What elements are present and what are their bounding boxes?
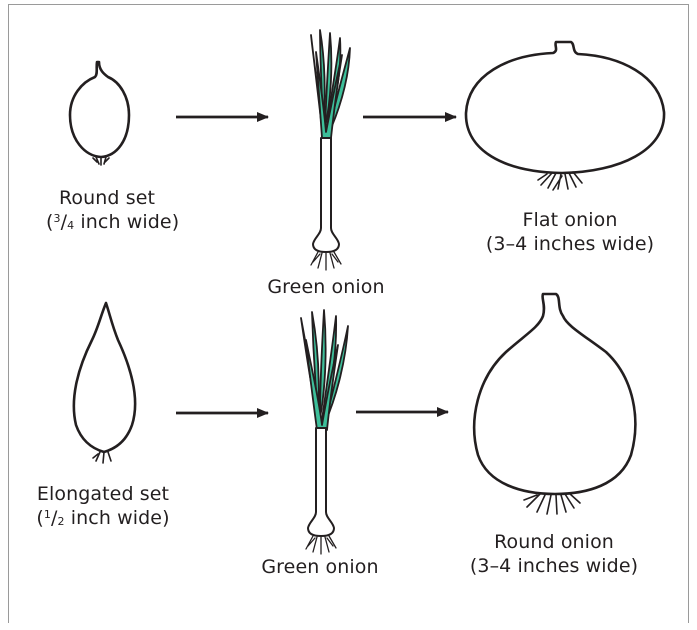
flat-onion-title: Flat onion (480, 208, 660, 232)
green-onion-drawing-bottom (301, 310, 348, 554)
round-set-size: (3/4 inch wide) (46, 210, 168, 234)
round-onion-size: (3–4 inches wide) (464, 554, 644, 578)
round-set-title: Round set (46, 186, 168, 210)
elongated-set-size-numerator: 1 (44, 508, 51, 521)
round-set-drawing (70, 62, 129, 165)
elongated-set-title: Elongated set (28, 482, 178, 506)
round-set-size-open: ( (46, 211, 54, 233)
elongated-set-size: (1/2 inch wide) (28, 506, 178, 530)
round-set-size-rest: inch wide) (74, 211, 179, 233)
round-onion-label: Round onion (3–4 inches wide) (464, 530, 644, 578)
round-onion-title: Round onion (464, 530, 644, 554)
elongated-set-label: Elongated set (1/2 inch wide) (28, 482, 178, 530)
flat-onion-drawing (466, 42, 664, 190)
green-onion-label-bottom: Green onion (250, 555, 390, 579)
elongated-set-size-denominator: 2 (58, 515, 65, 528)
green-onion-label-top: Green onion (256, 275, 396, 299)
round-onion-drawing (474, 294, 635, 514)
flat-onion-size: (3–4 inches wide) (480, 232, 660, 256)
round-set-label: Round set (3/4 inch wide) (46, 186, 168, 234)
flat-onion-label: Flat onion (3–4 inches wide) (480, 208, 660, 256)
round-set-size-numerator: 3 (54, 212, 61, 225)
elongated-set-drawing (74, 303, 135, 463)
elongated-set-size-open: ( (36, 507, 44, 529)
green-onion-drawing-top (311, 30, 350, 270)
elongated-set-size-rest: inch wide) (65, 507, 170, 529)
